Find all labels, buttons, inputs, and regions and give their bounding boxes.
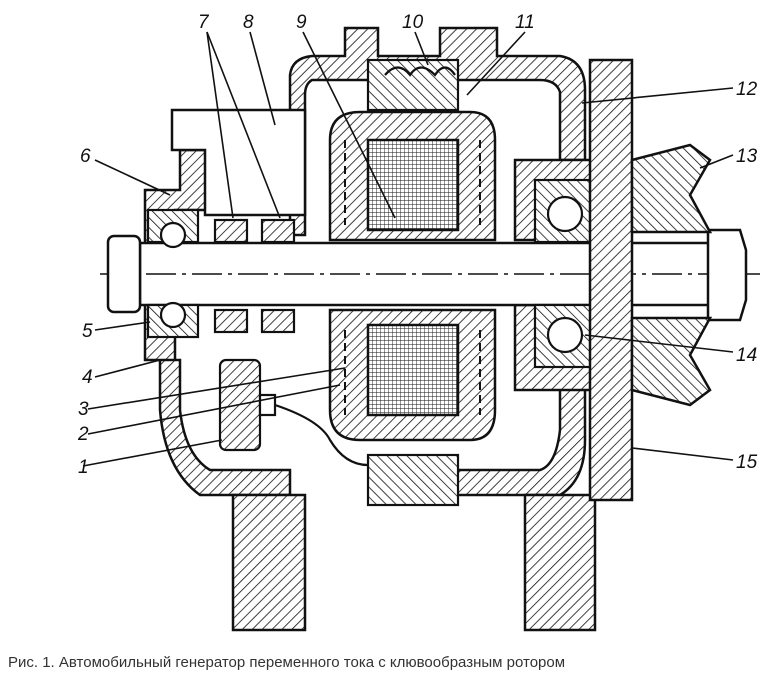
figure-caption: Рис. 1. Автомобильный генератор переменн… bbox=[8, 654, 566, 671]
label-5: 5 bbox=[82, 321, 93, 342]
label-12: 12 bbox=[736, 79, 758, 100]
label-13: 13 bbox=[736, 146, 758, 167]
slip-rings bbox=[213, 218, 296, 334]
label-1: 1 bbox=[78, 457, 89, 478]
leader-lines bbox=[82, 31, 734, 467]
bearings bbox=[146, 178, 597, 369]
label-2: 2 bbox=[77, 424, 89, 445]
label-15: 15 bbox=[736, 452, 758, 473]
label-11: 11 bbox=[515, 12, 535, 33]
label-6: 6 bbox=[80, 146, 91, 167]
label-10: 10 bbox=[402, 12, 424, 33]
label-7: 7 bbox=[198, 12, 210, 33]
brush-holder bbox=[170, 108, 307, 217]
pulley bbox=[630, 143, 713, 407]
callout-labels: 1 2 3 4 5 6 7 8 9 10 11 12 13 14 15 bbox=[77, 12, 758, 478]
alternator-diagram: 1 2 3 4 5 6 7 8 9 10 11 12 13 14 15 bbox=[77, 12, 760, 632]
label-9: 9 bbox=[296, 12, 307, 33]
label-4: 4 bbox=[82, 367, 93, 388]
label-14: 14 bbox=[736, 345, 757, 366]
label-3: 3 bbox=[78, 399, 89, 420]
stator bbox=[366, 58, 460, 507]
label-8: 8 bbox=[243, 12, 254, 33]
fan bbox=[588, 58, 634, 502]
rotor bbox=[328, 110, 497, 442]
